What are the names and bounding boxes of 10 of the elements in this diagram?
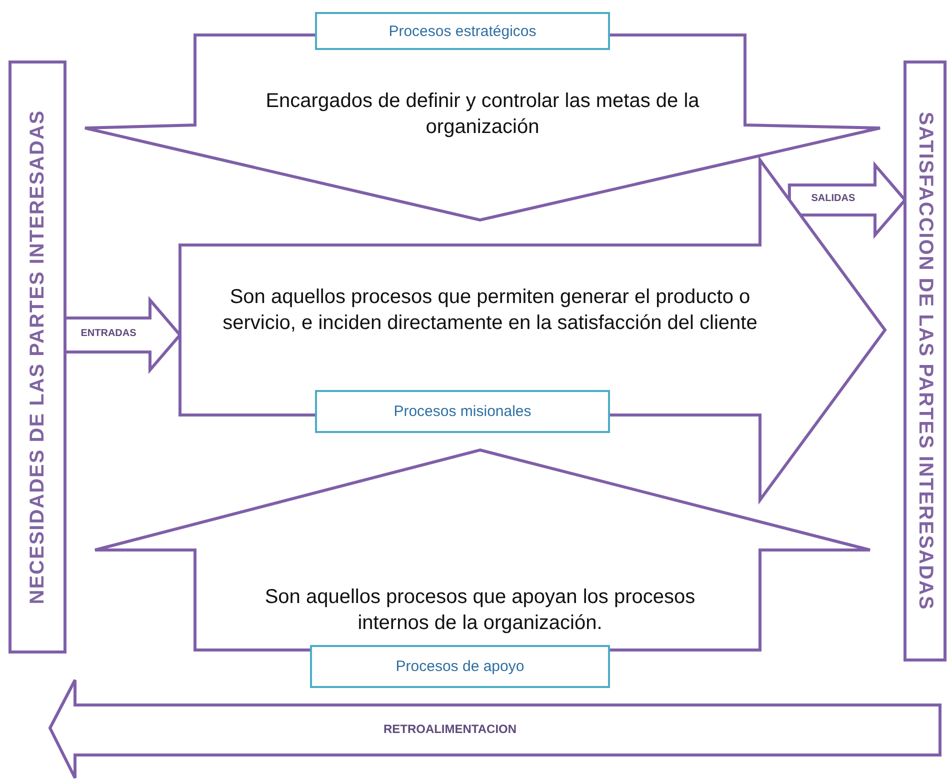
process-title: Procesos estratégicos (315, 12, 610, 50)
column-heading: NECESIDADES DE LAS PARTES INTERESADAS (26, 110, 49, 604)
process-title: Procesos de apoyo (310, 645, 610, 688)
edge-label: SALIDAS (810, 193, 856, 204)
column-heading: SATISFACCION DE LAS PARTES INTERESADAS (914, 112, 936, 610)
edge-label: ENTRADAS (80, 328, 138, 339)
process-description: Son aquellos procesos que apoyan los procesos internos de la organización. (264, 585, 696, 636)
process-description: Encargados de definir y controlar las metas de la organización (264, 89, 700, 140)
arrow-label: RETROALIMENTACION (382, 722, 518, 736)
process-description: Son aquellos procesos que permiten generar el producto o servicio, e inciden directamente en la satisfacción del cliente (222, 285, 758, 336)
